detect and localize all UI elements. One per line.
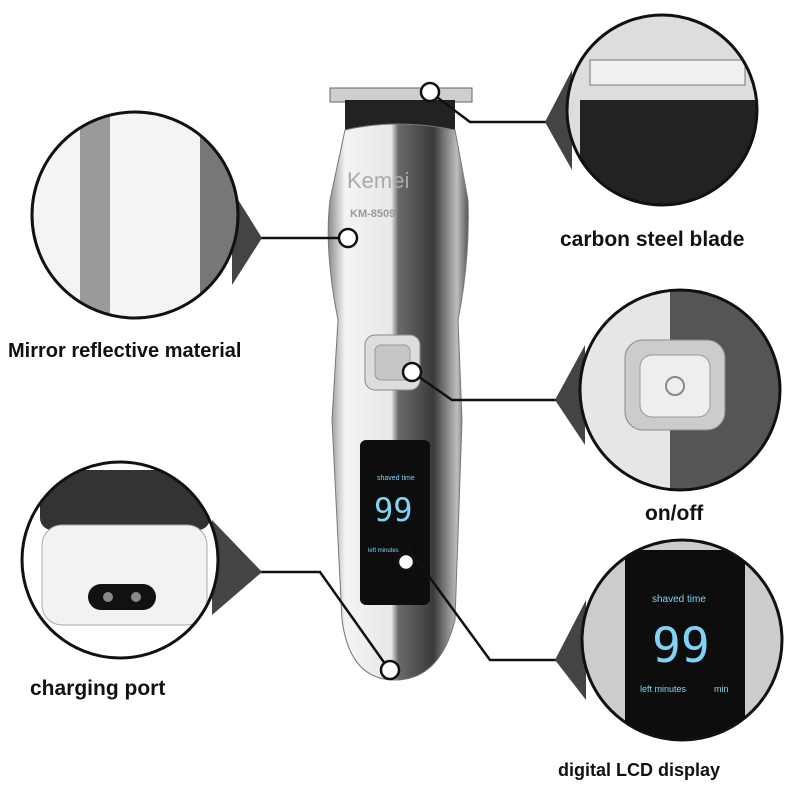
detail-power-button [578,288,782,492]
label-on-off: on/off [645,502,704,525]
lcd-caption: shaved time [377,475,415,482]
label-digital-lcd: digital LCD display [558,760,721,780]
callout-dots [337,81,441,681]
lcd-detail-left-label: left minutes [640,684,687,694]
label-carbon-steel-blade: carbon steel blade [560,228,745,251]
label-charging-port: charging port [30,677,166,700]
lcd-detail-value: 99 [652,618,710,674]
lcd-left-label: left minutes [368,548,399,554]
detail-mirror-material [30,110,240,320]
detail-lcd [580,538,784,742]
label-mirror-material: Mirror reflective material [8,340,242,362]
brand-logo: Kemei [347,168,409,193]
model-number: KM-8509 [350,208,395,220]
callout-pointers [212,70,586,700]
lcd-detail-unit: min [714,684,729,694]
detail-charging-port [20,460,220,660]
callout-lines [255,91,585,669]
lcd-value: 99 [374,491,413,529]
lcd-detail-caption: shaved time [652,594,706,605]
detail-blade [565,13,759,207]
